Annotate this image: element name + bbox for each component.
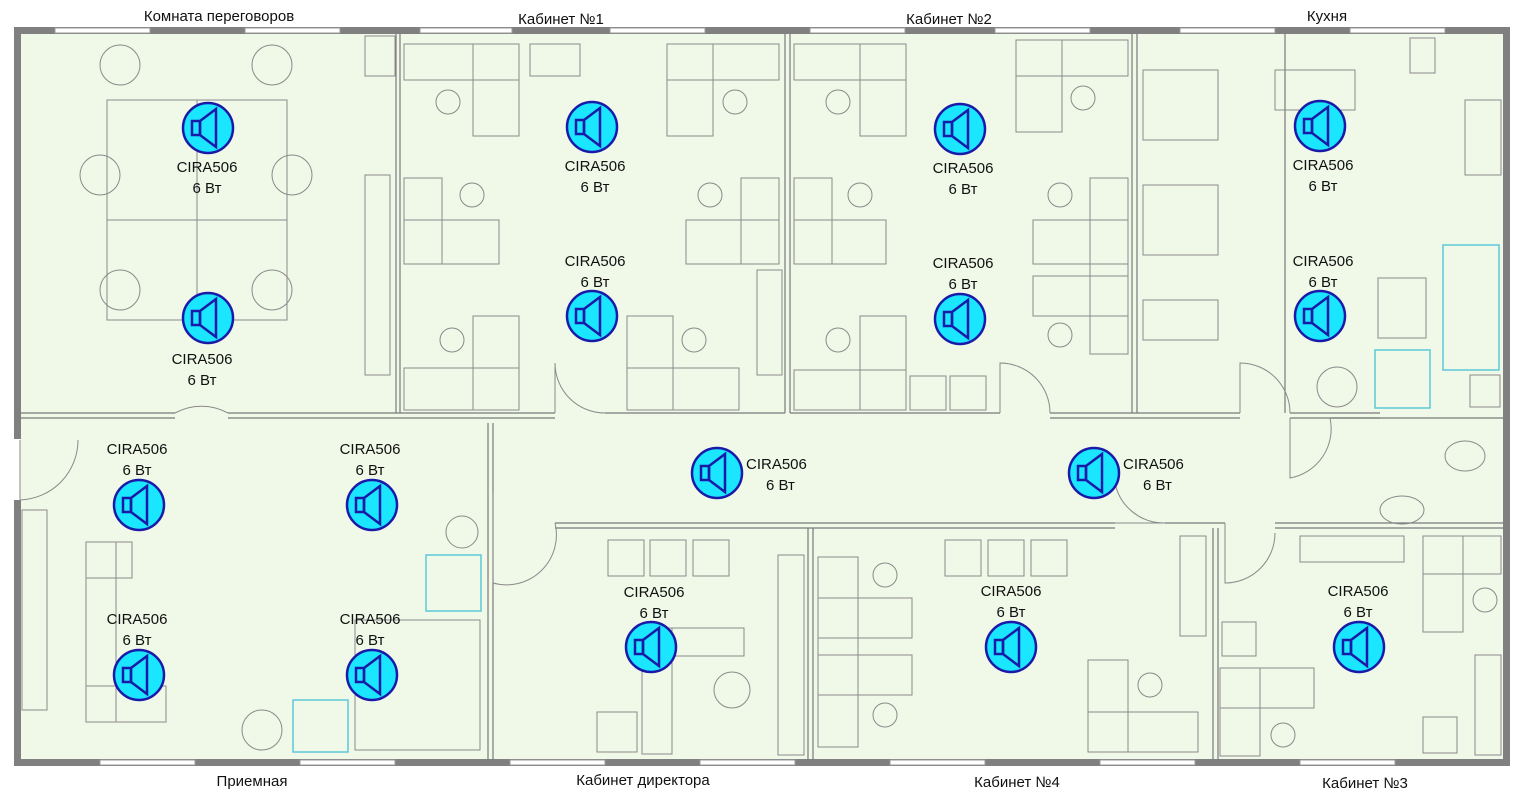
speaker-model-label: CIRA506 bbox=[933, 255, 994, 272]
interior-walls bbox=[20, 34, 1503, 760]
speaker-3[interactable]: CIRA506 6 Вт bbox=[565, 100, 626, 196]
speaker-model-label: CIRA506 bbox=[1123, 456, 1184, 473]
speaker-power-label: 6 Вт bbox=[949, 181, 978, 198]
speaker-power-label: 6 Вт bbox=[997, 604, 1026, 621]
speaker-5[interactable]: CIRA506 6 Вт bbox=[933, 102, 994, 198]
loudspeaker-icon bbox=[181, 101, 235, 155]
loudspeaker-icon bbox=[181, 291, 235, 345]
speaker-power-label: 6 Вт bbox=[356, 462, 385, 479]
speaker-1[interactable]: CIRA506 6 Вт bbox=[177, 101, 238, 197]
room-label-reception: Приемная bbox=[217, 773, 288, 790]
speaker-power-label: 6 Вт bbox=[766, 477, 795, 494]
speaker-model-label: CIRA506 bbox=[746, 456, 807, 473]
speaker-14[interactable]: CIRA506 6 Вт bbox=[340, 611, 401, 702]
loudspeaker-icon bbox=[1067, 446, 1121, 500]
speaker-16[interactable]: CIRA506 6 Вт bbox=[981, 583, 1042, 674]
speaker-power-label: 6 Вт bbox=[193, 180, 222, 197]
speaker-model-label: CIRA506 bbox=[107, 611, 168, 628]
speaker-model-label: CIRA506 bbox=[1293, 157, 1354, 174]
speaker-13[interactable]: CIRA506 6 Вт bbox=[107, 611, 168, 702]
loudspeaker-icon bbox=[112, 478, 166, 532]
room-label-office-2: Кабинет №2 bbox=[906, 11, 992, 28]
speaker-model-label: CIRA506 bbox=[1328, 583, 1389, 600]
loudspeaker-icon bbox=[1332, 620, 1386, 674]
speaker-8[interactable]: CIRA506 6 Вт bbox=[1293, 253, 1354, 343]
loudspeaker-icon bbox=[1293, 99, 1347, 153]
speaker-17[interactable]: CIRA506 6 Вт bbox=[1328, 583, 1389, 674]
room-label-kitchen: Кухня bbox=[1307, 8, 1347, 25]
loudspeaker-icon bbox=[690, 446, 744, 500]
speaker-9[interactable]: CIRA506 6 Вт bbox=[107, 441, 168, 532]
doors bbox=[19, 362, 1332, 586]
speaker-power-label: 6 Вт bbox=[123, 462, 152, 479]
speaker-power-label: 6 Вт bbox=[1309, 274, 1338, 291]
furniture bbox=[21, 35, 1502, 757]
speaker-power-label: 6 Вт bbox=[581, 274, 610, 291]
loudspeaker-icon bbox=[112, 648, 166, 702]
speaker-model-label: CIRA506 bbox=[981, 583, 1042, 600]
room-label-director: Кабинет директора bbox=[576, 772, 710, 789]
speaker-model-label: CIRA506 bbox=[340, 441, 401, 458]
loudspeaker-icon bbox=[933, 292, 987, 346]
speaker-model-label: CIRA506 bbox=[933, 160, 994, 177]
speaker-model-label: CIRA506 bbox=[172, 351, 233, 368]
loudspeaker-icon bbox=[565, 100, 619, 154]
speaker-power-label: 6 Вт bbox=[1143, 477, 1172, 494]
speaker-11[interactable]: CIRA506 6 Вт bbox=[690, 446, 807, 500]
loudspeaker-icon bbox=[345, 648, 399, 702]
floor-area bbox=[20, 32, 1504, 760]
speaker-model-label: CIRA506 bbox=[340, 611, 401, 628]
outer-walls bbox=[14, 27, 1510, 766]
speaker-power-label: 6 Вт bbox=[123, 632, 152, 649]
room-label-meeting: Комната переговоров bbox=[144, 8, 294, 25]
speaker-10[interactable]: CIRA506 6 Вт bbox=[340, 441, 401, 532]
room-label-office-3: Кабинет №3 bbox=[1322, 775, 1408, 792]
speaker-6[interactable]: CIRA506 6 Вт bbox=[933, 255, 994, 346]
speaker-power-label: 6 Вт bbox=[581, 179, 610, 196]
speaker-model-label: CIRA506 bbox=[1293, 253, 1354, 270]
room-label-office-4: Кабинет №4 bbox=[974, 774, 1060, 791]
loudspeaker-icon bbox=[984, 620, 1038, 674]
speaker-power-label: 6 Вт bbox=[1309, 178, 1338, 195]
speaker-power-label: 6 Вт bbox=[188, 372, 217, 389]
loudspeaker-icon bbox=[1293, 289, 1347, 343]
room-label-office-1: Кабинет №1 bbox=[518, 11, 604, 28]
speaker-model-label: CIRA506 bbox=[565, 158, 626, 175]
speaker-model-label: CIRA506 bbox=[565, 253, 626, 270]
loudspeaker-icon bbox=[933, 102, 987, 156]
loudspeaker-icon bbox=[565, 289, 619, 343]
speaker-model-label: CIRA506 bbox=[107, 441, 168, 458]
loudspeaker-icon bbox=[345, 478, 399, 532]
speaker-12[interactable]: CIRA506 6 Вт bbox=[1067, 446, 1184, 500]
speaker-7[interactable]: CIRA506 6 Вт bbox=[1293, 99, 1354, 195]
speaker-2[interactable]: CIRA506 6 Вт bbox=[172, 291, 235, 389]
loudspeaker-icon bbox=[624, 620, 678, 674]
speaker-4[interactable]: CIRA506 6 Вт bbox=[565, 253, 626, 343]
speaker-power-label: 6 Вт bbox=[356, 632, 385, 649]
speaker-15[interactable]: CIRA506 6 Вт bbox=[624, 584, 685, 674]
speaker-model-label: CIRA506 bbox=[177, 159, 238, 176]
speaker-power-label: 6 Вт bbox=[949, 276, 978, 293]
speaker-power-label: 6 Вт bbox=[640, 605, 669, 622]
speaker-power-label: 6 Вт bbox=[1344, 604, 1373, 621]
speaker-model-label: CIRA506 bbox=[624, 584, 685, 601]
